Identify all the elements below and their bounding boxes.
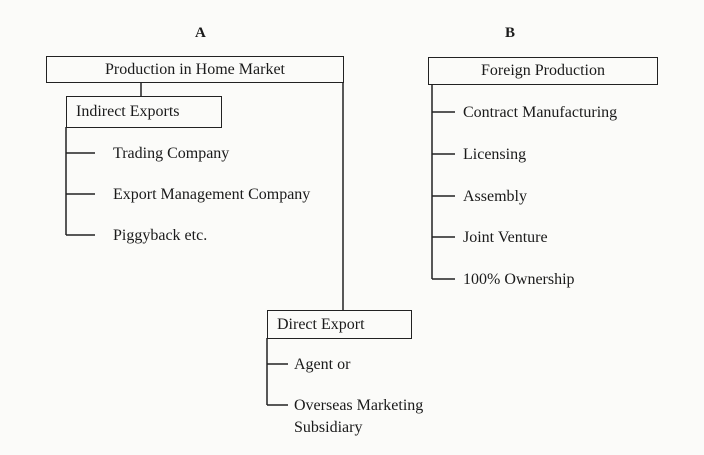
indirect-item-trading-company: Trading Company [113,145,230,162]
indirect-item-export-management: Export Management Company [113,186,311,203]
indirect-exports-label: Indirect Exports [76,103,180,120]
direct-item-subsidiary: Subsidiary [294,419,363,436]
foreign-item-contract-manufacturing: Contract Manufacturing [463,104,618,121]
direct-item-agent: Agent or [294,356,351,373]
foreign-item-assembly: Assembly [463,188,527,205]
column-b-label: B [505,25,516,41]
direct-item-overseas-marketing: Overseas Marketing [294,397,424,414]
foreign-item-ownership: 100% Ownership [463,271,575,288]
foreign-item-licensing: Licensing [463,146,527,163]
direct-export-box: Direct Export [267,310,412,339]
home-production-box: Production in Home Market [46,56,344,83]
home-production-label: Production in Home Market [105,60,285,78]
column-a-label: A [195,25,206,41]
direct-export-label: Direct Export [277,315,365,333]
indirect-item-piggyback: Piggyback etc. [113,227,208,244]
indirect-exports-box: Indirect Exports [66,96,222,128]
foreign-production-label: Foreign Production [481,62,605,79]
foreign-production-box: Foreign Production [428,57,658,85]
foreign-item-joint-venture: Joint Venture [463,229,548,246]
